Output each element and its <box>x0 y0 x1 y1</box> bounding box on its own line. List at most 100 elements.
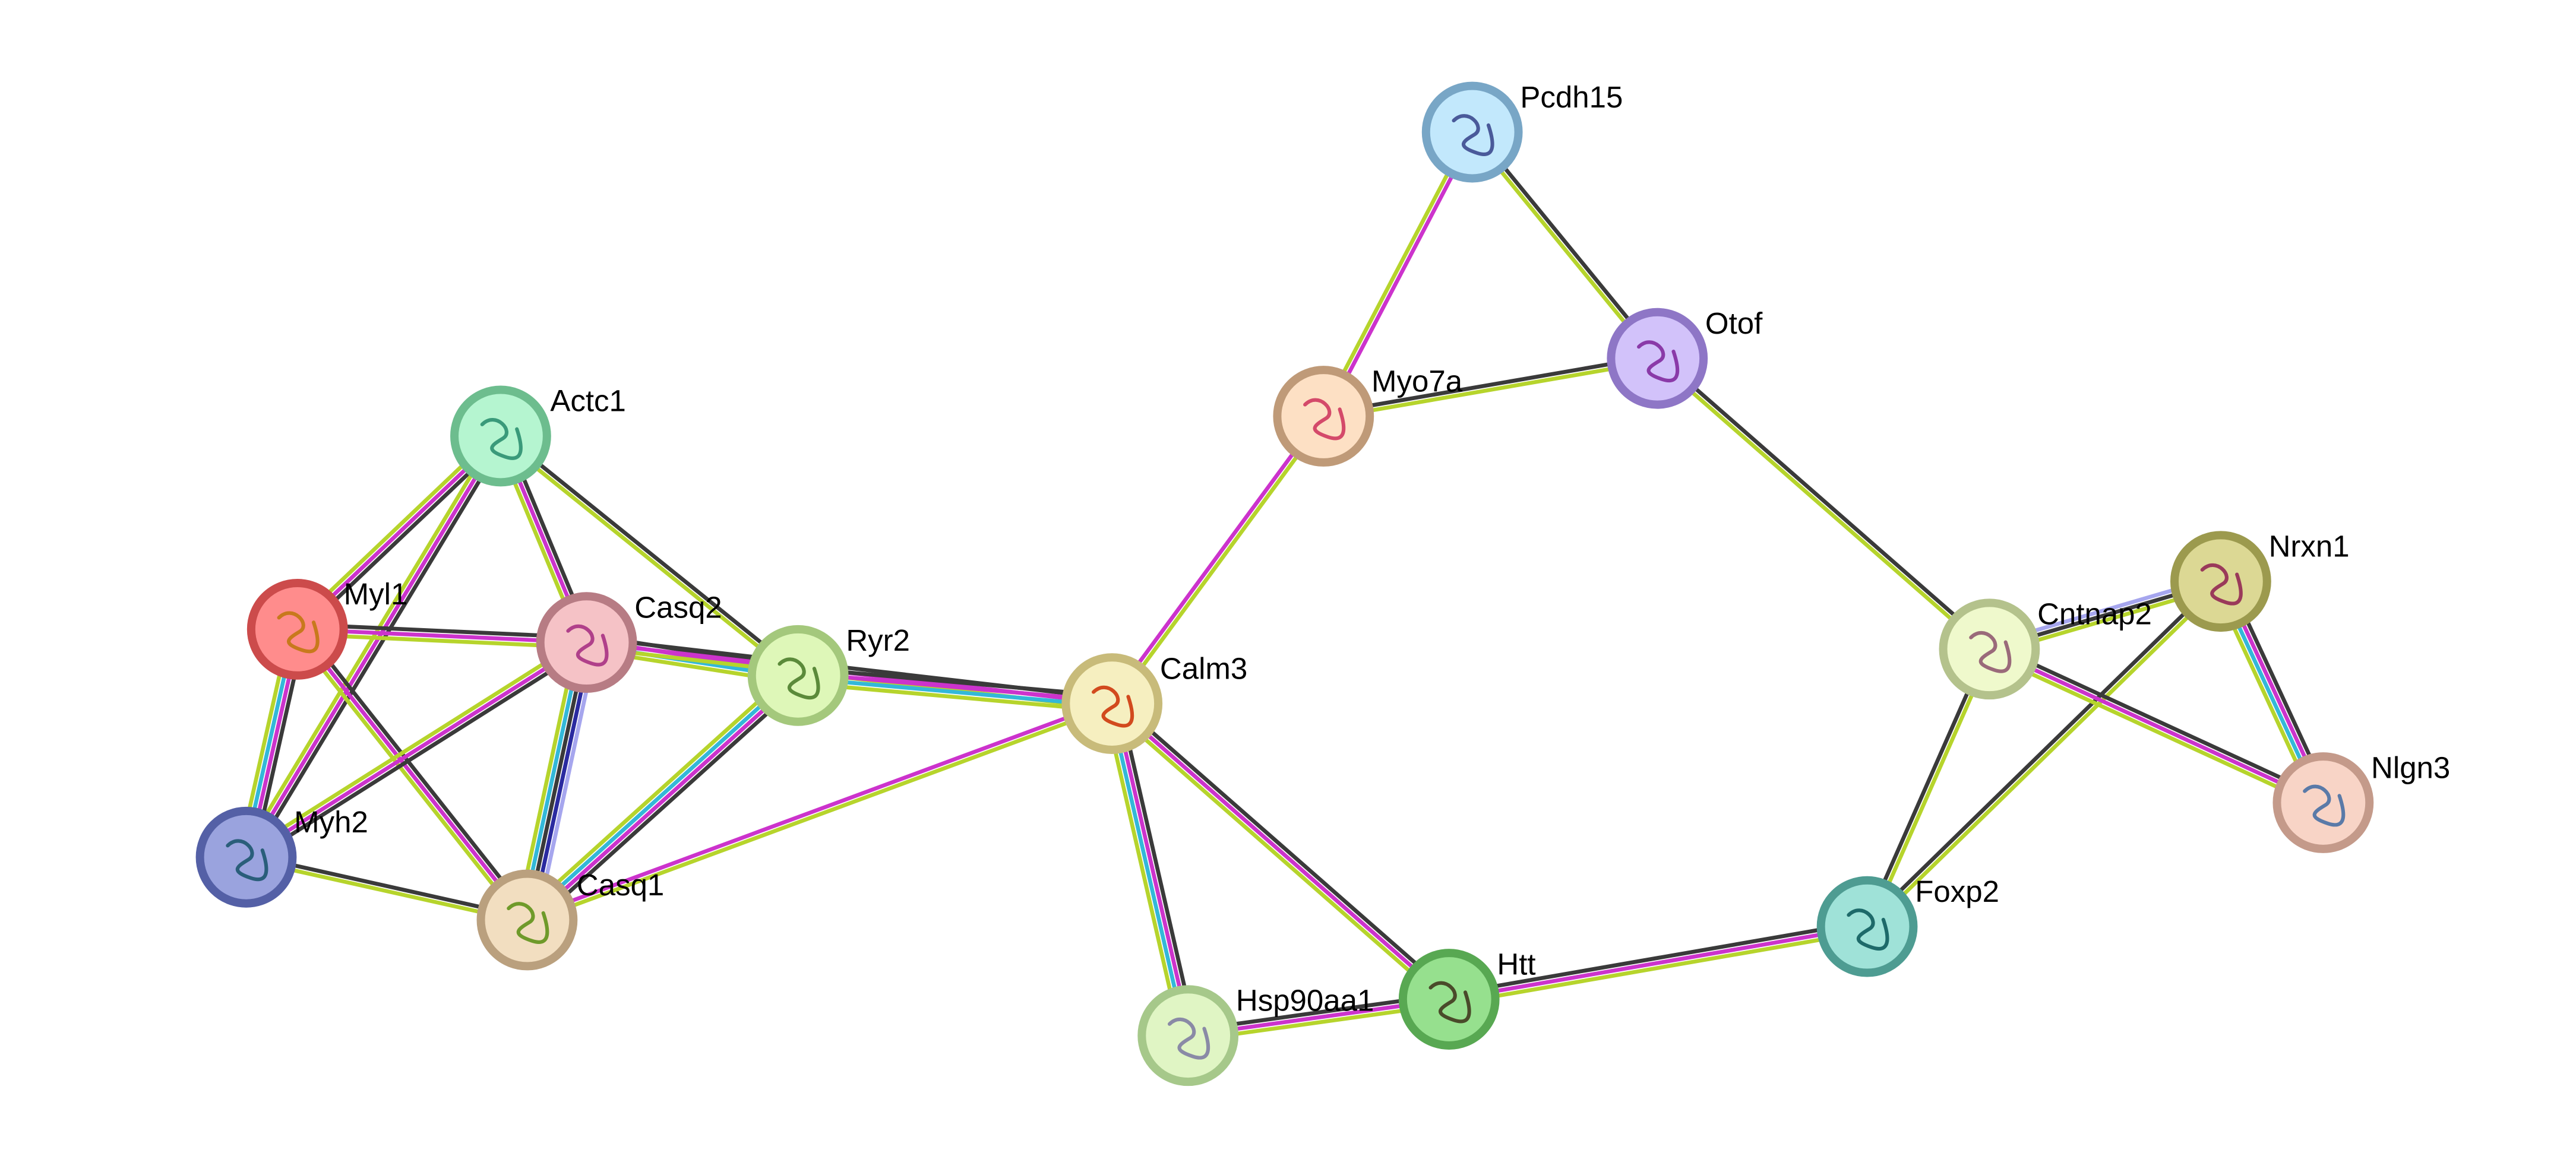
node-label: Calm3 <box>1160 651 1247 685</box>
edge-strand-black <box>798 666 1113 698</box>
edge-strand-yellowgreen <box>1449 929 1869 1006</box>
edge-strand-magenta <box>525 699 1112 920</box>
node-label: Nlgn3 <box>2371 750 2450 784</box>
node-label: Htt <box>1497 947 1535 981</box>
edge-strand-black <box>248 438 507 861</box>
edge-strand-black <box>1114 698 1454 997</box>
edge-strand-black <box>299 625 533 918</box>
edge-strand-yellowgreen <box>1112 416 1327 707</box>
node-label: Actc1 <box>550 384 626 418</box>
edge-calm3-hsp90aa1[interactable] <box>1102 701 1197 1038</box>
node-cntnap2[interactable]: Cntnap2 <box>1939 597 2152 700</box>
edge-casq2-myh2[interactable] <box>242 636 590 863</box>
node-hsp90aa1[interactable]: Hsp90aa1 <box>1137 984 1374 1086</box>
node-ryr2[interactable]: Ryr2 <box>747 623 910 726</box>
edge-strand-black <box>530 679 805 927</box>
edge-strand-magenta <box>1989 647 2324 805</box>
edge-actc1-myh2[interactable] <box>240 432 507 861</box>
edge-otof-cntnap2[interactable] <box>1654 355 1993 652</box>
edge-strand-magenta <box>527 676 801 924</box>
node-circle <box>1421 81 1523 183</box>
edge-strand-yellowgreen <box>520 669 795 916</box>
node-circle <box>1398 949 1500 1050</box>
node-nlgn3[interactable]: Nlgn3 <box>2272 750 2450 853</box>
edge-strand-black <box>1864 578 2221 927</box>
node-circle <box>536 592 637 693</box>
edge-strand-yellowgreen <box>1867 581 2224 930</box>
edge-myl1-casq1[interactable] <box>292 625 533 924</box>
node-otof[interactable]: Otof <box>1607 306 1763 409</box>
protein-structure-icon <box>226 839 268 882</box>
edge-strand-magenta <box>798 671 1112 704</box>
node-circle <box>1273 366 1374 467</box>
edge-strand-magenta <box>296 628 529 921</box>
edge-strand-black <box>1323 354 1658 416</box>
node-label: Pcdh15 <box>1520 80 1623 114</box>
edge-strand-yellowgreen <box>242 636 585 855</box>
edge-cntnap2-nlgn3[interactable] <box>1986 642 2327 809</box>
node-calm3[interactable]: Calm3 <box>1061 651 1247 754</box>
edge-calm3-htt[interactable] <box>1107 698 1454 1005</box>
node-label: Casq1 <box>577 868 664 902</box>
node-circle <box>246 579 348 680</box>
node-casq2[interactable]: Casq2 <box>536 590 722 693</box>
edge-pcdh15-myo7a[interactable] <box>1319 130 1477 419</box>
protein-structure-icon <box>507 902 549 944</box>
node-circle <box>450 385 551 487</box>
edge-calm3-myo7a[interactable] <box>1108 413 1327 707</box>
edge-strand-yellowgreen <box>1654 359 1989 652</box>
node-myh2[interactable]: Myh2 <box>195 805 368 908</box>
edge-strand-yellowgreen <box>240 432 498 856</box>
node-label: Ryr2 <box>846 623 910 657</box>
protein-structure-icon <box>2200 563 2243 606</box>
protein-structure-icon <box>777 657 820 700</box>
edge-casq1-calm3[interactable] <box>525 699 1114 924</box>
node-circle <box>476 869 578 971</box>
node-foxp2[interactable]: Foxp2 <box>1816 875 1999 977</box>
edge-htt-foxp2[interactable] <box>1447 920 1869 1006</box>
node-actc1[interactable]: Actc1 <box>450 384 626 487</box>
node-myo7a[interactable]: Myo7a <box>1273 364 1463 467</box>
node-casq1[interactable]: Casq1 <box>476 868 665 971</box>
edge-ryr2-calm3[interactable] <box>797 666 1113 713</box>
edge-actc1-ryr2[interactable] <box>498 432 801 679</box>
node-label: Myo7a <box>1371 364 1463 398</box>
edge-strand-black <box>1447 920 1867 997</box>
edge-ryr2-casq1[interactable] <box>520 669 805 927</box>
edge-foxp2-nrxn1[interactable] <box>1864 578 2224 930</box>
node-htt[interactable]: Htt <box>1398 947 1536 1050</box>
protein-structure-icon <box>1847 908 1889 951</box>
edge-strand-magenta <box>1324 132 1477 419</box>
protein-structure-icon <box>480 418 523 460</box>
node-label: Nrxn1 <box>2269 530 2350 563</box>
node-circle <box>1816 876 1918 977</box>
node-myl1[interactable]: Myl1 <box>246 577 408 680</box>
node-circle <box>2272 752 2374 853</box>
protein-structure-icon <box>1092 685 1134 728</box>
node-circle <box>195 806 297 908</box>
edge-strand-yellowgreen <box>1867 649 1994 929</box>
node-circle <box>747 625 849 726</box>
node-pcdh15[interactable]: Pcdh15 <box>1421 80 1623 183</box>
edge-strand-cyan <box>1107 704 1188 1037</box>
edge-strand-yellowgreen <box>292 631 525 924</box>
edge-strand-magenta <box>244 435 502 858</box>
protein-structure-icon <box>277 611 320 654</box>
protein-structure-icon <box>1428 981 1471 1024</box>
edge-foxp2-cntnap2[interactable] <box>1863 647 1994 929</box>
node-circle <box>1939 598 2040 700</box>
edge-strand-cyan <box>524 672 798 920</box>
edge-strand-black <box>1863 647 1989 927</box>
protein-structure-icon <box>1637 340 1680 382</box>
node-label: Otof <box>1705 306 1763 340</box>
edge-strand-yellowgreen <box>1102 705 1183 1038</box>
node-circle <box>1137 985 1239 1086</box>
edge-strand-cyan <box>797 676 1112 708</box>
node-nrxn1[interactable]: Nrxn1 <box>2170 530 2350 632</box>
node-circle <box>2170 531 2271 632</box>
node-label: Myl1 <box>344 577 408 611</box>
node-circle <box>1061 653 1163 754</box>
edge-myo7a-otof[interactable] <box>1323 354 1658 421</box>
